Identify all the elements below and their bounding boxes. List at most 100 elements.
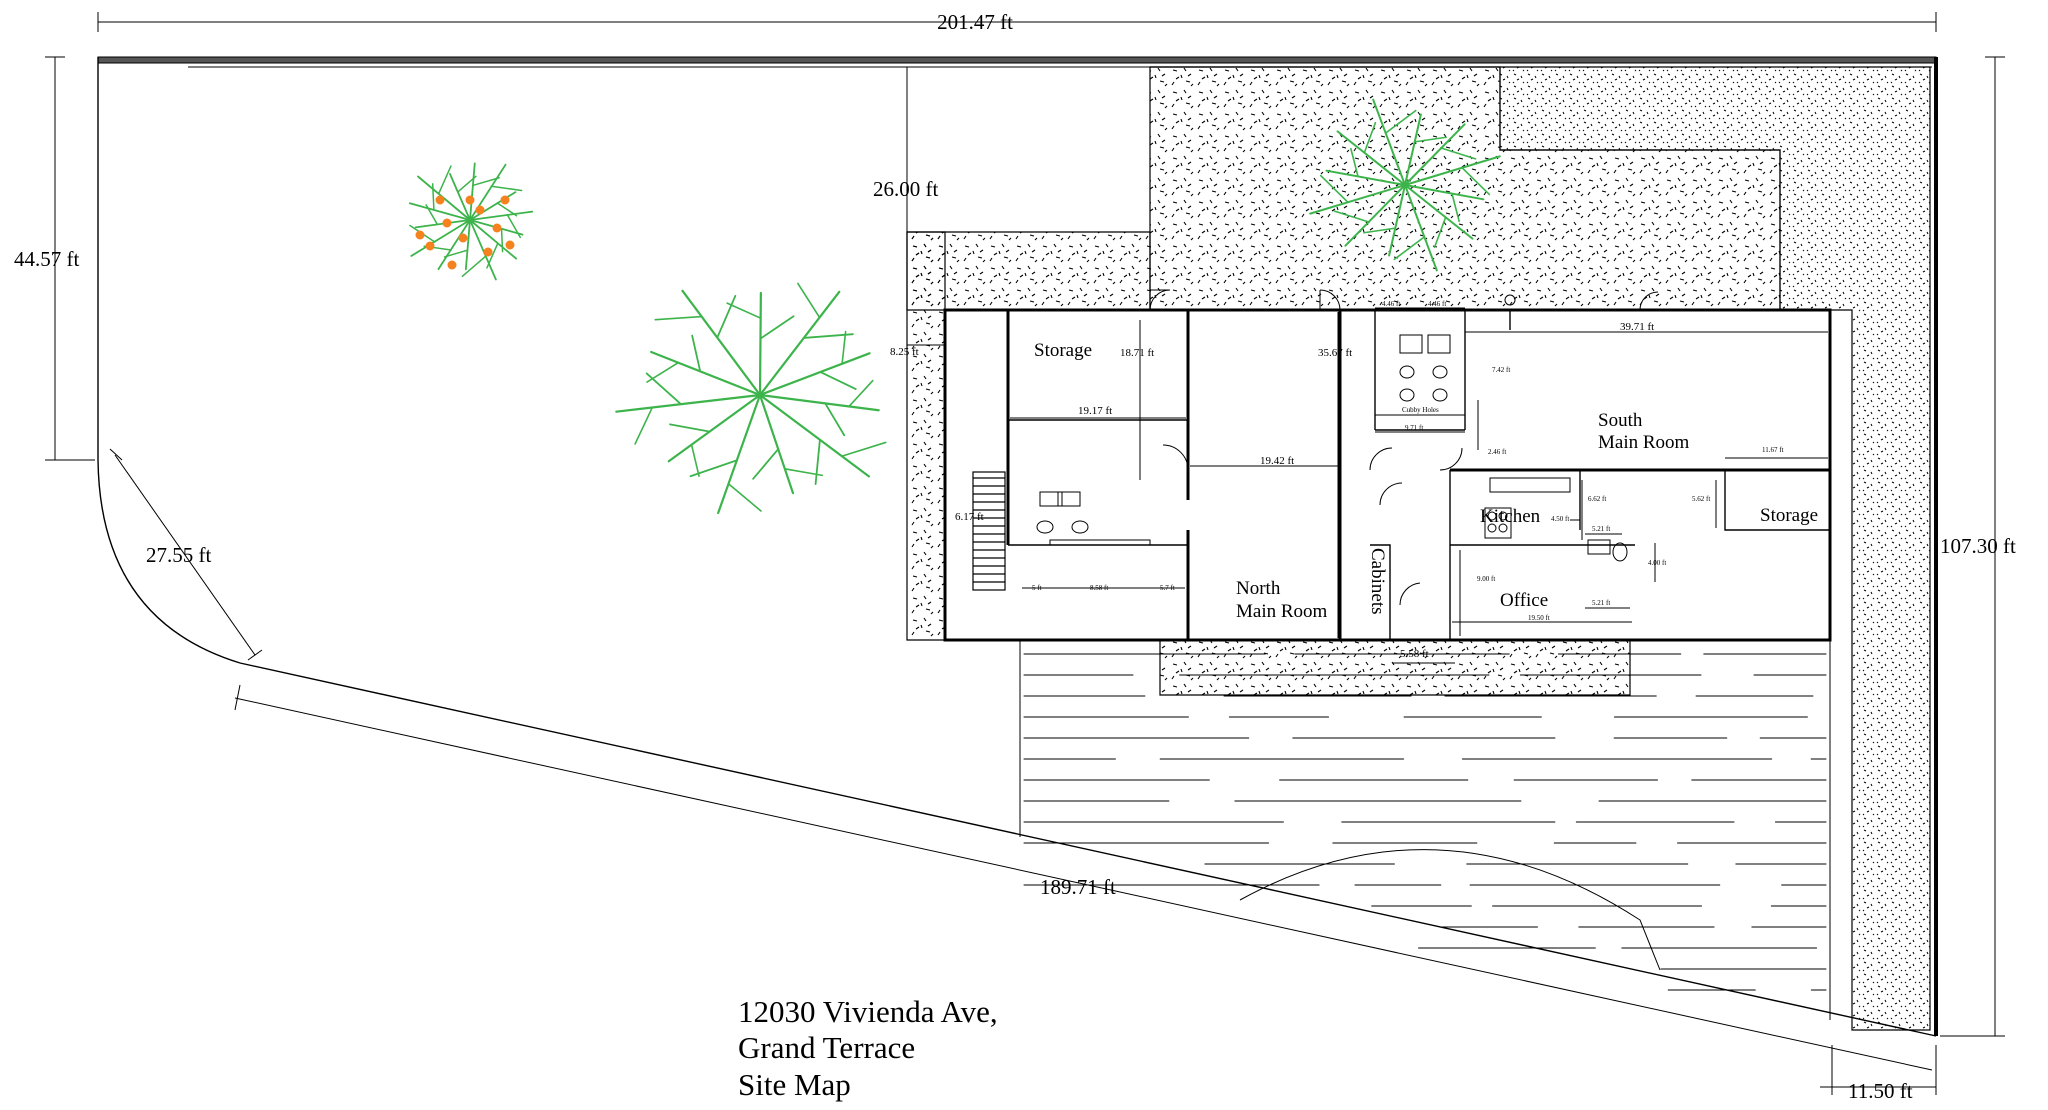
- dim-walk-a: 5 ft: [1032, 584, 1042, 592]
- dim-restroom-width: 9.71 ft: [1405, 424, 1423, 432]
- fruit-dot: [492, 223, 502, 233]
- shade-tree-twig: [1393, 236, 1425, 261]
- title-block: 12030 Vivienda Ave, Grand Terrace Site M…: [738, 994, 998, 1102]
- building-walls: [943, 308, 1832, 642]
- dim-walk-c: 5.7 ft: [1160, 584, 1175, 592]
- dim-side-gap: 8.25 ft: [890, 346, 919, 358]
- dim-storage2-depth: 5.62 ft: [1692, 495, 1710, 503]
- fruit-dot: [415, 230, 425, 240]
- dim-storage-depth: 18.71 ft: [1120, 347, 1154, 359]
- dim-right-height: 107.30 ft: [1940, 534, 2016, 558]
- fruit-tree-icon: [408, 162, 534, 281]
- large-tree-twig: [716, 294, 737, 339]
- dim-stall-b: 4.46 ft: [1428, 300, 1446, 308]
- fruit-tree-branch: [449, 173, 471, 221]
- large-tree-twig: [645, 372, 682, 406]
- dim-walk-b: 8.58 ft: [1090, 584, 1108, 592]
- large-tree-branch: [667, 393, 762, 463]
- fruit-tree-branch: [469, 219, 497, 281]
- room-labels: Storage South Main Room North Main Room …: [1034, 340, 1818, 622]
- shade-tree-twig: [1363, 227, 1397, 234]
- large-tree-branch: [758, 290, 841, 397]
- dim-bottom-right: 11.50 ft: [1848, 1079, 1913, 1103]
- fruit-tree-branch: [408, 202, 471, 221]
- staircase-icon: [972, 471, 1006, 591]
- shade-tree-branch: [1404, 184, 1485, 201]
- fruit-tree-twig: [461, 255, 487, 278]
- large-tree-branch: [758, 352, 871, 397]
- fruit-tree-twig: [431, 183, 435, 211]
- dim-setback: 26.00 ft: [873, 177, 938, 201]
- room-north-main-2: Main Room: [1236, 601, 1328, 622]
- room-storage2: Storage: [1760, 505, 1818, 526]
- fruit-tree-twig: [443, 249, 469, 258]
- dim-arc-length: 27.55 ft: [146, 543, 211, 567]
- room-storage: Storage: [1034, 340, 1092, 361]
- large-tree-branch: [758, 393, 870, 478]
- dim-hall: 5.58 ft: [1400, 648, 1429, 660]
- fruit-tree-branch: [469, 163, 507, 221]
- large-tree-icon: [615, 282, 887, 515]
- shade-tree-twig: [1433, 216, 1447, 249]
- large-tree-twig: [841, 330, 847, 365]
- shade-tree-branch: [1404, 184, 1474, 240]
- title-address: 12030 Vivienda Ave,: [738, 994, 998, 1029]
- large-tree-twig: [654, 315, 703, 321]
- fruit-dot: [442, 218, 452, 228]
- door-swings: [1149, 289, 1659, 606]
- shade-tree-branch: [1404, 184, 1438, 272]
- shade-tree-twig: [1350, 147, 1359, 178]
- shade-tree-twig: [1319, 174, 1349, 204]
- shade-tree-twig: [1413, 136, 1447, 143]
- fruit-tree-twig: [506, 214, 522, 239]
- fruit-tree-branch: [469, 210, 534, 221]
- shade-tree-twig: [1451, 192, 1460, 223]
- fixtures: [1036, 334, 1628, 562]
- large-tree-branch: [758, 393, 795, 495]
- large-tree-branch: [717, 393, 762, 515]
- fruit-dot: [465, 195, 475, 205]
- shade-tree-branch: [1325, 169, 1406, 186]
- fruit-dot: [483, 247, 493, 257]
- dim-office-width: 19.50 ft: [1528, 614, 1550, 622]
- large-tree-twig: [690, 444, 700, 477]
- dim-office-depth: 9.00 ft: [1477, 575, 1495, 583]
- large-tree-twig: [819, 371, 857, 390]
- large-tree-branch: [615, 393, 762, 413]
- large-tree-twig: [726, 302, 762, 320]
- dim-office-sink-bottom: 5.21 ft: [1592, 599, 1610, 607]
- title-doc: Site Map: [738, 1067, 851, 1102]
- large-tree-branch: [758, 291, 762, 397]
- shade-tree-branch: [1404, 123, 1466, 186]
- fruit-tree-branch: [410, 219, 471, 257]
- shade-tree-branch: [1404, 113, 1422, 186]
- shade-tree-twig: [1461, 166, 1491, 196]
- room-south-main-1: South: [1598, 410, 1643, 431]
- large-tree-twig: [848, 379, 874, 408]
- fruit-dot: [500, 195, 510, 205]
- fruit-dot: [425, 241, 435, 251]
- shade-tree-twig: [1333, 210, 1371, 223]
- dim-corridor: 2.46 ft: [1488, 448, 1506, 456]
- fruit-dot: [505, 240, 515, 250]
- large-tree-twig: [814, 439, 821, 485]
- shade-tree-branch: [1336, 130, 1406, 186]
- fruit-dot: [458, 233, 468, 243]
- dimension-lines: [45, 12, 2005, 1095]
- large-tree-branch: [758, 393, 880, 412]
- shade-tree-branch: [1404, 155, 1501, 186]
- dim-top-width: 201.47 ft: [937, 10, 1013, 34]
- shade-tree-branch: [1388, 184, 1406, 257]
- room-south-main-2: Main Room: [1598, 432, 1690, 453]
- large-tree-twig: [691, 334, 702, 373]
- dim-north-main: 19.42 ft: [1260, 455, 1294, 467]
- large-tree-twig: [669, 423, 711, 433]
- dim-kitchen-depth: 6.62 ft: [1588, 495, 1606, 503]
- shade-tree-branch: [1372, 98, 1406, 186]
- shade-tree-branch: [1344, 184, 1406, 247]
- large-tree-twig: [759, 315, 795, 340]
- large-tree-twig: [824, 402, 846, 437]
- large-tree-twig: [634, 406, 654, 445]
- large-tree-twig: [797, 282, 821, 319]
